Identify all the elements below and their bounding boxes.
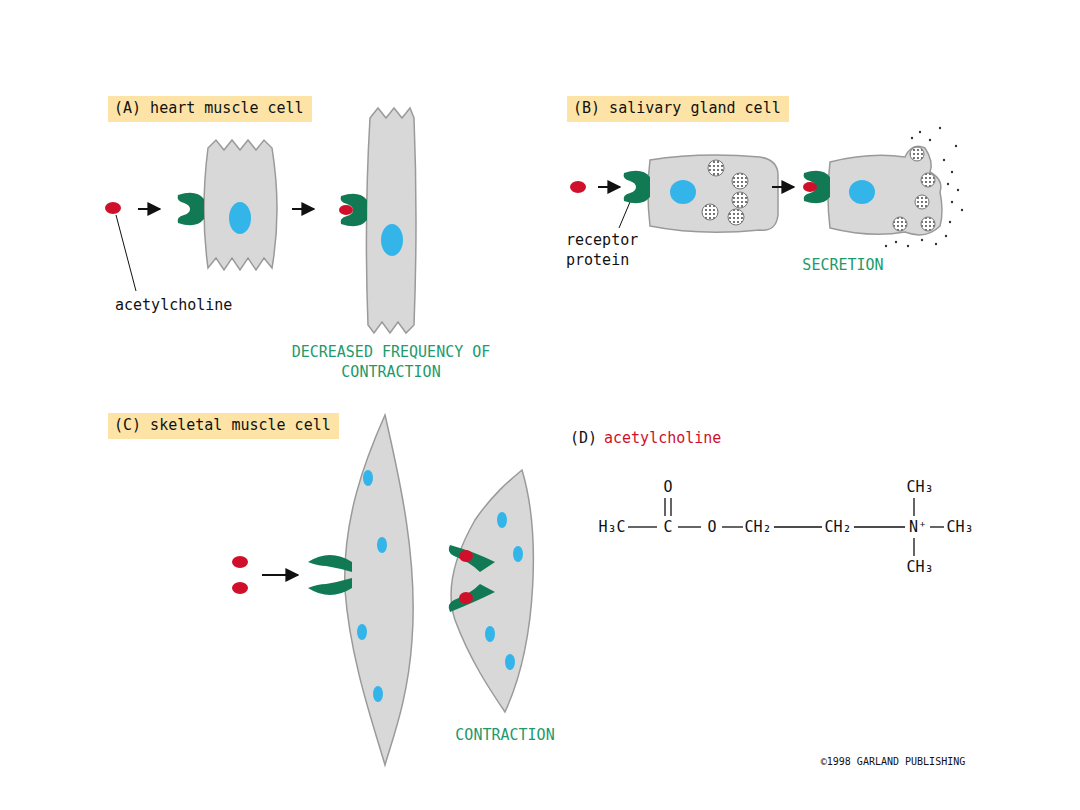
molecule-name: acetylcholine — [604, 428, 721, 448]
salivary-panel — [570, 127, 963, 247]
copyright-note: ©1998 GARLAND PUBLISHING — [821, 752, 966, 772]
chemical-bonds — [628, 498, 944, 556]
effect-label: DECREASED FREQUENCY OF CONTRACTION — [266, 342, 516, 382]
atom-label: CH₂ — [824, 517, 851, 537]
effect-label: SECRETION — [802, 255, 883, 275]
heart-panel — [105, 108, 416, 333]
atom-label: CH₂ — [744, 517, 771, 537]
effect-label: CONTRACTION — [455, 725, 554, 745]
atom-label: CH₃ — [906, 557, 933, 577]
panel-title: (A) heart muscle cell — [114, 98, 304, 118]
atom-label: H₃C — [598, 517, 625, 537]
panel-heading: (B) salivary gland cell — [567, 96, 789, 122]
panel-heading: (C) skeletal muscle cell — [108, 413, 339, 439]
panel-title: (B) salivary gland cell — [573, 98, 781, 118]
atom-label: O — [663, 477, 672, 497]
ligand-label: acetylcholine — [115, 295, 232, 315]
atom-label: CH₃ — [946, 517, 973, 537]
panel-title: (C) skeletal muscle cell — [114, 415, 331, 435]
skeletal-panel — [232, 415, 533, 765]
atom-label: CH₃ — [906, 477, 933, 497]
atom-label: C — [663, 517, 672, 537]
receptor-label: receptor protein — [566, 230, 656, 270]
panel-letter: (D) — [570, 428, 597, 448]
atom-label: O — [707, 517, 716, 537]
panel-heading: (A) heart muscle cell — [108, 96, 312, 122]
atom-label: N⁺ — [909, 517, 927, 537]
